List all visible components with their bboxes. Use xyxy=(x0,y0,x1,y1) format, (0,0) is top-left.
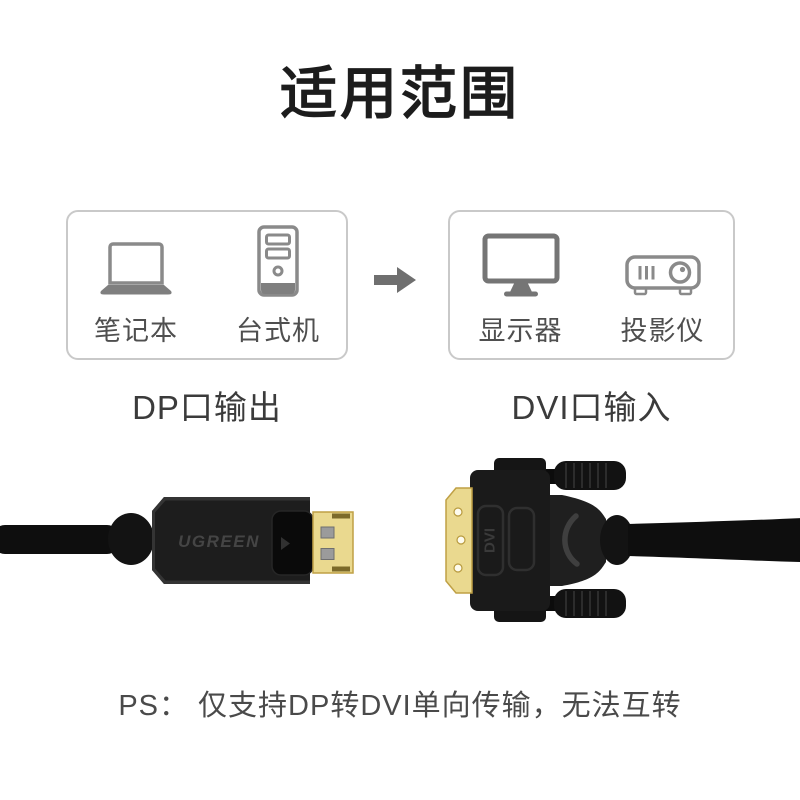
device-item-laptop: 笔记本 xyxy=(94,223,178,348)
latch-arrow-mark xyxy=(281,537,290,550)
laptop-icon xyxy=(97,223,175,297)
dvi-connector: DVI xyxy=(445,458,800,622)
device-label: 台式机 xyxy=(236,315,320,346)
projector-icon xyxy=(624,223,701,297)
dp-gold-plug xyxy=(312,511,354,574)
target-caption: DVI口输入 xyxy=(511,389,672,426)
device-item-monitor: 显示器 xyxy=(479,223,563,348)
device-label: 笔记本 xyxy=(94,315,178,346)
target-devices-box: 显示器 投影仪 xyxy=(448,210,735,360)
brand-text: UGREEN xyxy=(178,532,260,551)
cable-left xyxy=(0,525,120,554)
boot-highlight-curve xyxy=(562,513,580,567)
desktop-tower-icon xyxy=(257,223,299,297)
footnote: PS： 仅支持DP转DVI单向传输，无法互转 xyxy=(118,690,682,722)
page-title: 适用范围 xyxy=(280,62,520,126)
product-photo: UGREEN xyxy=(0,440,800,675)
source-devices-box: 笔记本 台式机 xyxy=(66,210,348,360)
source-caption: DP口输出 xyxy=(132,389,282,426)
device-item-desktop-tower: 台式机 xyxy=(236,223,320,348)
device-label: 投影仪 xyxy=(620,315,705,346)
device-item-projector: 投影仪 xyxy=(621,223,705,348)
connector-label-text: DVI xyxy=(481,528,498,553)
monitor-icon xyxy=(482,223,560,297)
dp-connector: UGREEN xyxy=(0,497,354,584)
right-arrow-icon xyxy=(374,267,416,298)
cable-right xyxy=(628,518,800,562)
device-label: 显示器 xyxy=(478,315,563,346)
